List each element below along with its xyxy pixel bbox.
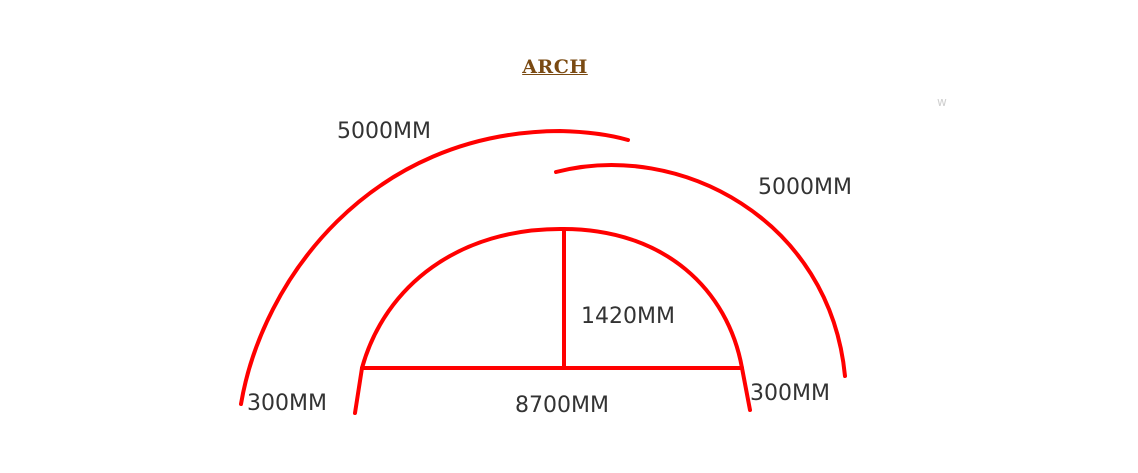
- inner-arch: [360, 226, 744, 370]
- diagram-title: ARCH: [522, 56, 588, 78]
- span-label: 8700MM: [515, 393, 609, 418]
- outer-arc-right-label: 5000MM: [758, 175, 852, 200]
- outer-arc-left: [239, 129, 630, 406]
- height-label: 1420MM: [581, 304, 675, 329]
- outer-arc-right: [554, 163, 847, 378]
- inner-leg-left: [353, 366, 364, 415]
- stray-mark: w: [937, 95, 947, 109]
- leg-left-label: 300MM: [247, 391, 327, 416]
- leg-right-label: 300MM: [750, 381, 830, 406]
- outer-arc-left-label: 5000MM: [337, 119, 431, 144]
- inner-leg-right: [740, 366, 752, 412]
